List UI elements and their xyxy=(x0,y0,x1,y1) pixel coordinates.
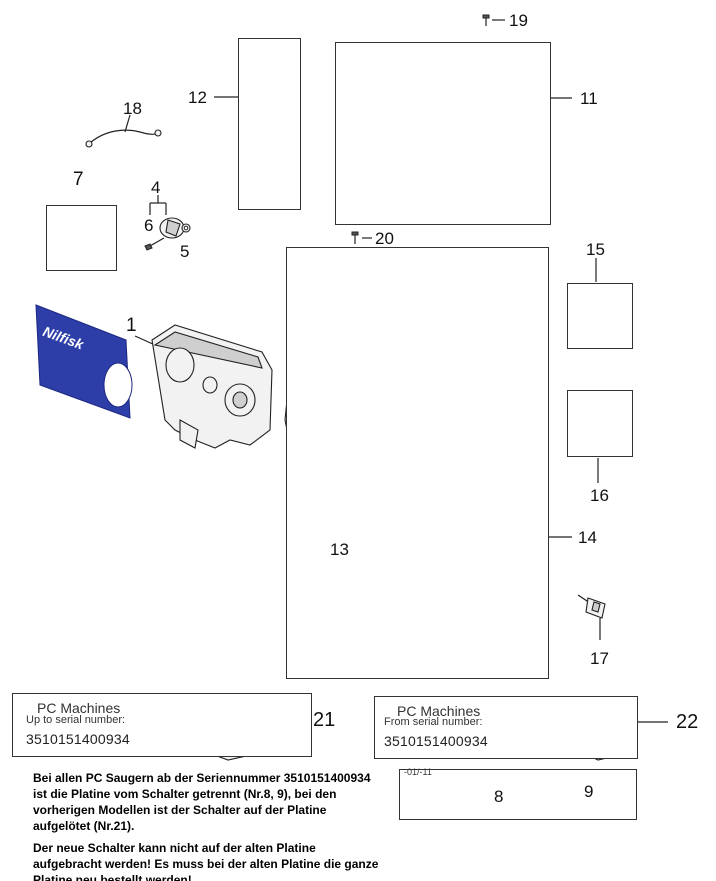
part-19-screw xyxy=(482,14,505,26)
part-11-box xyxy=(335,42,551,225)
callout-11: 11 xyxy=(580,89,598,108)
callout-14: 14 xyxy=(578,528,597,547)
callout-18: 18 xyxy=(123,99,142,118)
box21-subtitle: Up to serial number: xyxy=(26,714,126,726)
callout-22: 22 xyxy=(676,711,699,733)
callout-1: 1 xyxy=(126,315,137,336)
part-16-box xyxy=(567,390,633,457)
switch-variant-label: -01/-11 xyxy=(404,767,432,777)
part-7-box xyxy=(46,205,117,271)
part-12-box xyxy=(238,38,301,210)
callout-9: 9 xyxy=(584,782,594,801)
callout-21: 21 xyxy=(313,709,336,731)
note-paragraph-1: Bei allen PC Saugern ab der Seriennummer… xyxy=(33,771,371,833)
callout-19: 19 xyxy=(509,11,528,30)
note-text: Bei allen PC Saugern ab der Seriennummer… xyxy=(33,770,385,881)
callout-6: 6 xyxy=(144,216,154,235)
callout-13: 13 xyxy=(330,540,349,559)
pcb-box-21 xyxy=(12,693,312,757)
callout-4: 4 xyxy=(151,178,161,197)
note-paragraph-2: Der neue Schalter kann nicht auf der alt… xyxy=(33,841,379,881)
part-1-control-panel xyxy=(35,304,273,449)
callout-15: 15 xyxy=(586,240,605,259)
callout-16: 16 xyxy=(590,486,609,505)
box21-serial: 3510151400934 xyxy=(26,731,130,747)
part-18-cable xyxy=(85,114,162,148)
part-17-cable-gland xyxy=(577,594,606,640)
pcb-box-22 xyxy=(374,696,638,759)
box22-title: PC Machines xyxy=(397,703,481,719)
box22-subtitle: From serial number: xyxy=(384,716,483,728)
box22-serial: 3510151400934 xyxy=(384,733,488,749)
callout-20: 20 xyxy=(375,229,394,248)
callout-5: 5 xyxy=(180,242,190,261)
part-4-knob-assembly xyxy=(144,195,191,251)
part-14-box xyxy=(286,247,549,679)
callout-8: 8 xyxy=(494,787,504,806)
part-15-box xyxy=(567,283,633,349)
callout-12: 12 xyxy=(188,88,207,107)
switch-box xyxy=(399,769,637,820)
callout-17: 17 xyxy=(590,649,609,668)
box21-title: PC Machines xyxy=(37,700,121,716)
callout-7: 7 xyxy=(73,169,84,190)
part-20-screw xyxy=(351,231,372,244)
